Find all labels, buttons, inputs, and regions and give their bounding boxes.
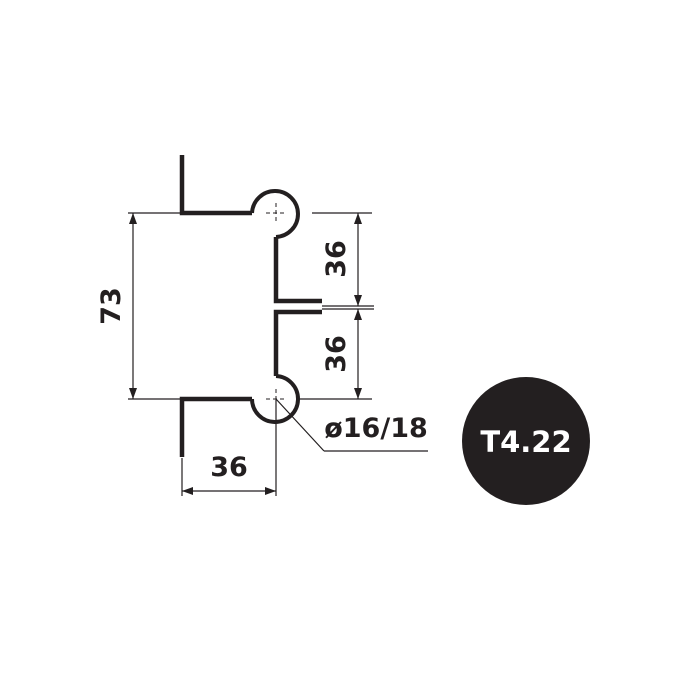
- diameter-leader: ø16/18: [275, 398, 428, 452]
- dimension-upper-36: 36: [312, 212, 374, 307]
- upper-hinge-knuckle: [250, 189, 300, 239]
- lower-web: [273, 309, 322, 376]
- dimension-73: 73: [96, 212, 180, 400]
- badge-circle: [462, 377, 590, 505]
- dimension-bottom-36: 36: [181, 400, 277, 496]
- upper-segment-label: 36: [321, 240, 352, 278]
- hinge-diameter-label: ø16/18: [324, 413, 428, 444]
- profile-code-badge: T4.22: [462, 377, 590, 505]
- horizontal-width-label: 36: [210, 452, 248, 483]
- top-leg: [179, 155, 252, 216]
- lower-segment-label: 36: [321, 335, 352, 373]
- badge-code-label: T4.22: [480, 425, 571, 459]
- overall-height-label: 73: [96, 287, 127, 325]
- profile-outline: [179, 155, 322, 457]
- bottom-leg: [179, 396, 252, 457]
- dimension-lower-36: 36: [300, 308, 374, 400]
- upper-web: [273, 237, 322, 304]
